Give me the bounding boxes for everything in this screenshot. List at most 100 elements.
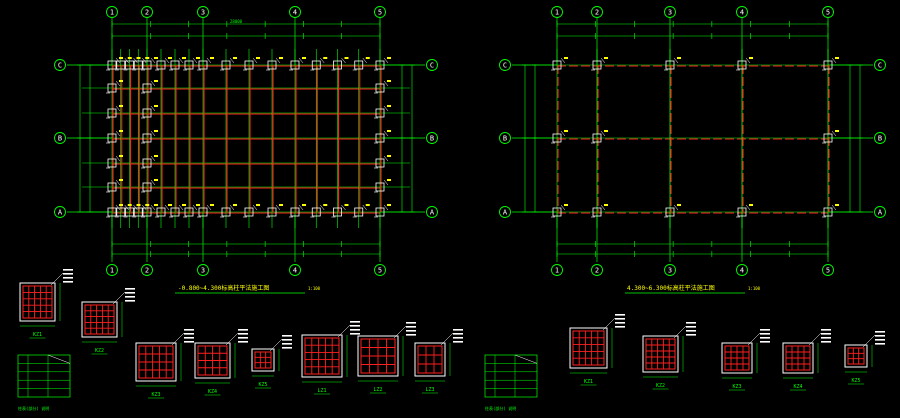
column-12	[169, 57, 186, 71]
column-41	[141, 130, 158, 144]
column-18-tag	[233, 57, 237, 59]
column-34-leader	[115, 80, 121, 87]
column-11-outline	[156, 207, 166, 217]
axis-bubble-bottom-3-label: 3	[668, 267, 672, 275]
column-7-outline	[133, 207, 143, 217]
column-2	[551, 204, 568, 218]
column-13-outline	[170, 207, 180, 217]
drawing-scale-left: 1:100	[308, 286, 321, 291]
section-leader-L6	[393, 325, 407, 339]
section-note-L6-1	[406, 326, 416, 328]
column-16-tag	[210, 57, 214, 59]
section-note-R3-3	[821, 341, 831, 343]
axis-bubble-top-1-circle	[551, 6, 563, 18]
drawing-title-left: -0.800~4.300标高柱平法施工图	[178, 284, 269, 292]
column-28-tag	[344, 57, 349, 59]
column-16	[197, 57, 214, 71]
column-14-leader	[192, 57, 198, 64]
axis-bubble-top-3-label: 3	[201, 9, 205, 17]
column-5	[123, 204, 141, 218]
column-14-tag	[196, 57, 200, 59]
column-7-outline	[665, 207, 675, 217]
column-43	[141, 179, 158, 193]
drawing-scale-right: 1:100	[748, 286, 761, 291]
column-4-tag	[604, 130, 608, 132]
section-note-L6-2	[406, 330, 416, 332]
column-41-leader	[150, 130, 156, 137]
column-0-leader	[560, 57, 566, 64]
section-leader-L0	[50, 272, 64, 286]
axis-bubble-bottom-3-label: 3	[201, 267, 205, 275]
column-27-leader	[320, 204, 325, 211]
column-21-tag	[256, 204, 260, 206]
column-42-outline	[142, 158, 152, 168]
section-L7: LZ3	[414, 329, 463, 394]
row-bubble-right-B-label: B	[878, 135, 882, 143]
column-37-outline	[107, 158, 117, 168]
column-3-outline	[592, 60, 602, 70]
row-bubble-left-C-circle	[499, 59, 511, 71]
section-outline-L6	[357, 335, 399, 377]
column-36-outline	[107, 133, 117, 143]
rebar-table-1	[484, 354, 538, 398]
row-bubble-right-B: B	[426, 132, 438, 144]
section-note-R0-1	[615, 318, 625, 320]
column-33-outline	[375, 207, 385, 217]
column-0-tag	[119, 57, 123, 59]
column-42-leader	[150, 155, 156, 162]
section-note-R3-0	[821, 329, 831, 331]
axis-bubble-bottom-5: 5	[374, 264, 386, 276]
section-note-L7-1	[453, 333, 463, 335]
section-note-R4-2	[875, 339, 885, 341]
row-bubble-left-C-circle	[54, 59, 66, 71]
column-35-leader	[115, 105, 121, 112]
column-26-outline	[311, 60, 321, 70]
column-6-tag	[677, 57, 681, 59]
axis-bubble-bottom-2-circle	[591, 264, 603, 276]
column-7	[664, 204, 681, 218]
column-11-tag	[835, 130, 839, 132]
column-43-tag	[154, 179, 158, 181]
column-48	[374, 179, 391, 193]
column-28-outline	[333, 60, 342, 70]
column-2-outline	[116, 60, 126, 70]
column-11	[822, 130, 839, 144]
column-11-leader	[164, 204, 170, 211]
column-46-outline	[375, 133, 385, 143]
column-5-leader	[600, 204, 606, 211]
row-bubble-left-B: B	[54, 132, 66, 144]
column-30	[352, 57, 370, 71]
column-34-outline	[107, 83, 117, 93]
row-bubble-left-C: C	[54, 59, 66, 71]
column-20	[243, 57, 260, 71]
column-17-tag	[210, 204, 214, 206]
section-note-L6-0	[406, 322, 416, 324]
section-stirrup-L0	[22, 285, 53, 319]
column-8	[736, 57, 753, 71]
column-39-outline	[142, 83, 152, 93]
section-note-L5-3	[350, 333, 360, 335]
column-2-tag	[564, 204, 568, 206]
section-note-R3-1	[821, 333, 831, 335]
section-note-R2-2	[760, 337, 770, 339]
axis-bubble-top-5-label: 5	[378, 9, 382, 17]
axis-bubble-bottom-5: 5	[822, 264, 834, 276]
column-18-outline	[221, 60, 231, 70]
section-leader-R1	[673, 325, 687, 339]
column-0-leader	[115, 57, 121, 64]
section-stirrup-R0	[572, 330, 605, 366]
column-32-leader	[383, 57, 389, 64]
column-31-tag	[365, 204, 370, 206]
axis-bubble-bottom-2-label: 2	[145, 267, 149, 275]
column-31	[352, 204, 370, 218]
column-27	[310, 204, 328, 218]
section-label-L3: KZ4	[208, 389, 217, 395]
column-39-leader	[150, 80, 156, 87]
column-27-outline	[311, 207, 321, 217]
column-19-leader	[229, 204, 235, 211]
column-5-tag	[136, 204, 141, 206]
column-1-leader	[560, 130, 566, 137]
table-diag-1	[514, 354, 538, 364]
